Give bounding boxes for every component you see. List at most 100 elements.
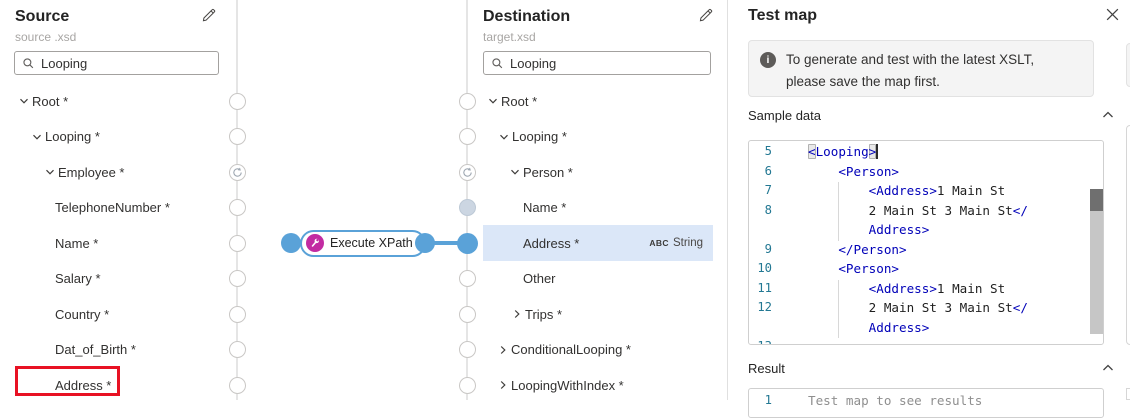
search-icon — [22, 57, 35, 70]
result-editor[interactable]: 1 Test map to see results — [748, 388, 1104, 418]
result-section-label: Result — [748, 361, 785, 376]
tree-item[interactable]: ConditionalLooping * — [483, 332, 713, 368]
result-collapse-chevron-up-icon[interactable] — [1101, 361, 1115, 380]
tree-item[interactable]: Employee * — [0, 154, 237, 190]
tree-item[interactable]: Country * — [0, 296, 237, 332]
source-panel: Source source .xsd Root *Looping *Employ… — [0, 0, 237, 400]
edit-source-pencil-icon[interactable] — [201, 8, 216, 23]
code-line: 7 <Address>1 Main St — [764, 183, 1006, 198]
tree-item[interactable]: Person * — [483, 154, 713, 190]
code-line: 11 <Address>1 Main St — [757, 280, 1006, 296]
tree-item[interactable]: Address * — [0, 367, 237, 403]
tree-item-label: ConditionalLooping * — [511, 342, 631, 357]
destination-search-box[interactable] — [483, 51, 711, 75]
editor-scrollbar[interactable] — [1090, 189, 1103, 334]
edit-destination-pencil-icon[interactable] — [698, 8, 713, 23]
tree-item-label: Looping * — [45, 129, 100, 144]
sample-data-collapse-chevron-up-icon[interactable] — [1101, 108, 1115, 127]
destination-filename: target.xsd — [483, 30, 536, 44]
code-line: 12 2 Main St 3 Main St</ — [757, 300, 1028, 315]
sample-data-editor[interactable]: 5<Looping>6 <Person>7 <Address>1 Main St… — [748, 140, 1104, 345]
code-line: 13 — [749, 337, 1103, 344]
source-filename: source .xsd — [15, 30, 77, 44]
tree-item[interactable]: Name * — [0, 225, 237, 261]
source-search-box[interactable] — [14, 51, 219, 75]
function-output-handle[interactable] — [415, 233, 435, 253]
tree-item-label: TelephoneNumber * — [55, 200, 170, 215]
indent-guide — [838, 279, 839, 338]
connection-point[interactable] — [228, 376, 246, 394]
connection-point[interactable] — [458, 270, 476, 287]
tree-item[interactable]: Looping * — [0, 119, 237, 155]
tree-item-label: Other — [523, 271, 556, 286]
tree-item-label: Address * — [523, 235, 580, 251]
tree-item-label: Root * — [32, 93, 69, 109]
tree-item-label: Address * — [55, 377, 112, 393]
chevron-down-icon[interactable] — [31, 131, 45, 143]
tree-item-label: Looping * — [512, 129, 567, 144]
tree-item[interactable]: LoopingWithIndex * — [483, 367, 713, 403]
tree-item-label: Employee * — [58, 164, 125, 180]
execute-xpath-function-node[interactable]: Execute XPath — [300, 229, 426, 257]
tree-item-label: Name * — [55, 235, 99, 251]
chevron-right-icon[interactable] — [497, 379, 511, 391]
tree-item[interactable]: Other — [483, 261, 713, 297]
chevron-right-icon[interactable] — [511, 308, 525, 320]
loop-connection-point[interactable] — [228, 163, 246, 181]
annotation-highlight-box — [15, 366, 120, 396]
code-line: Address> — [868, 222, 930, 237]
connection-point[interactable] — [458, 128, 476, 145]
wrench-icon — [306, 234, 324, 252]
tree-item[interactable]: Looping * — [483, 119, 713, 155]
connection-point[interactable] — [228, 341, 246, 358]
chevron-down-icon[interactable] — [44, 166, 58, 178]
test-map-title: Test map — [748, 7, 818, 24]
sample-data-section-label: Sample data — [748, 108, 821, 123]
destination-search-input[interactable] — [510, 55, 703, 71]
connection-point[interactable] — [228, 128, 246, 145]
connection-point[interactable] — [228, 92, 246, 110]
search-icon — [491, 57, 504, 70]
loop-connection-point[interactable] — [458, 163, 476, 181]
tree-item-label: Dat_of_Birth * — [55, 342, 136, 357]
chevron-down-icon[interactable] — [509, 166, 523, 178]
chevron-down-icon[interactable] — [498, 131, 512, 143]
connection-point[interactable] — [458, 376, 476, 394]
clipped-info-bar-sliver — [1126, 43, 1130, 87]
tree-item-label: Salary * — [55, 271, 101, 286]
tree-item[interactable]: Dat_of_Birth * — [0, 332, 237, 368]
chevron-right-icon[interactable] — [497, 344, 511, 356]
tree-item[interactable]: Trips * — [483, 296, 713, 332]
connection-point[interactable] — [228, 234, 246, 252]
source-search-input[interactable] — [41, 55, 211, 71]
function-input-handle[interactable] — [281, 233, 301, 253]
tree-item[interactable]: Root * — [483, 83, 713, 119]
result-line-number: 1 — [764, 393, 772, 407]
tree-item[interactable]: Root * — [0, 83, 237, 119]
function-node-label: Execute XPath — [330, 236, 413, 250]
info-icon: i — [760, 52, 776, 68]
info-message-line2: please save the map first. — [786, 74, 940, 89]
code-line: 8 2 Main St 3 Main St</ — [764, 202, 1028, 218]
connection-point[interactable] — [228, 305, 246, 323]
tree-item[interactable]: Salary * — [0, 261, 237, 297]
chevron-down-icon[interactable] — [18, 95, 32, 107]
tree-item[interactable]: TelephoneNumber * — [0, 190, 237, 226]
chevron-down-icon[interactable] — [487, 95, 501, 107]
close-icon[interactable] — [1105, 7, 1120, 22]
destination-title: Destination — [483, 8, 571, 25]
tree-item[interactable]: Name * — [483, 190, 713, 226]
connection-point[interactable] — [458, 199, 476, 216]
tree-item-label: Trips * — [525, 306, 563, 322]
connection-point[interactable] — [228, 270, 246, 287]
connection-point[interactable] — [228, 199, 246, 216]
code-line: 5<Looping> — [764, 144, 878, 159]
editor-scrollbar-marker — [1090, 189, 1103, 211]
tree-item-label: Country * — [55, 306, 110, 322]
tree-item-label: LoopingWithIndex * — [511, 377, 624, 393]
connection-point[interactable] — [458, 92, 476, 110]
connection-point[interactable] — [458, 341, 476, 358]
connection-point[interactable] — [458, 305, 476, 323]
